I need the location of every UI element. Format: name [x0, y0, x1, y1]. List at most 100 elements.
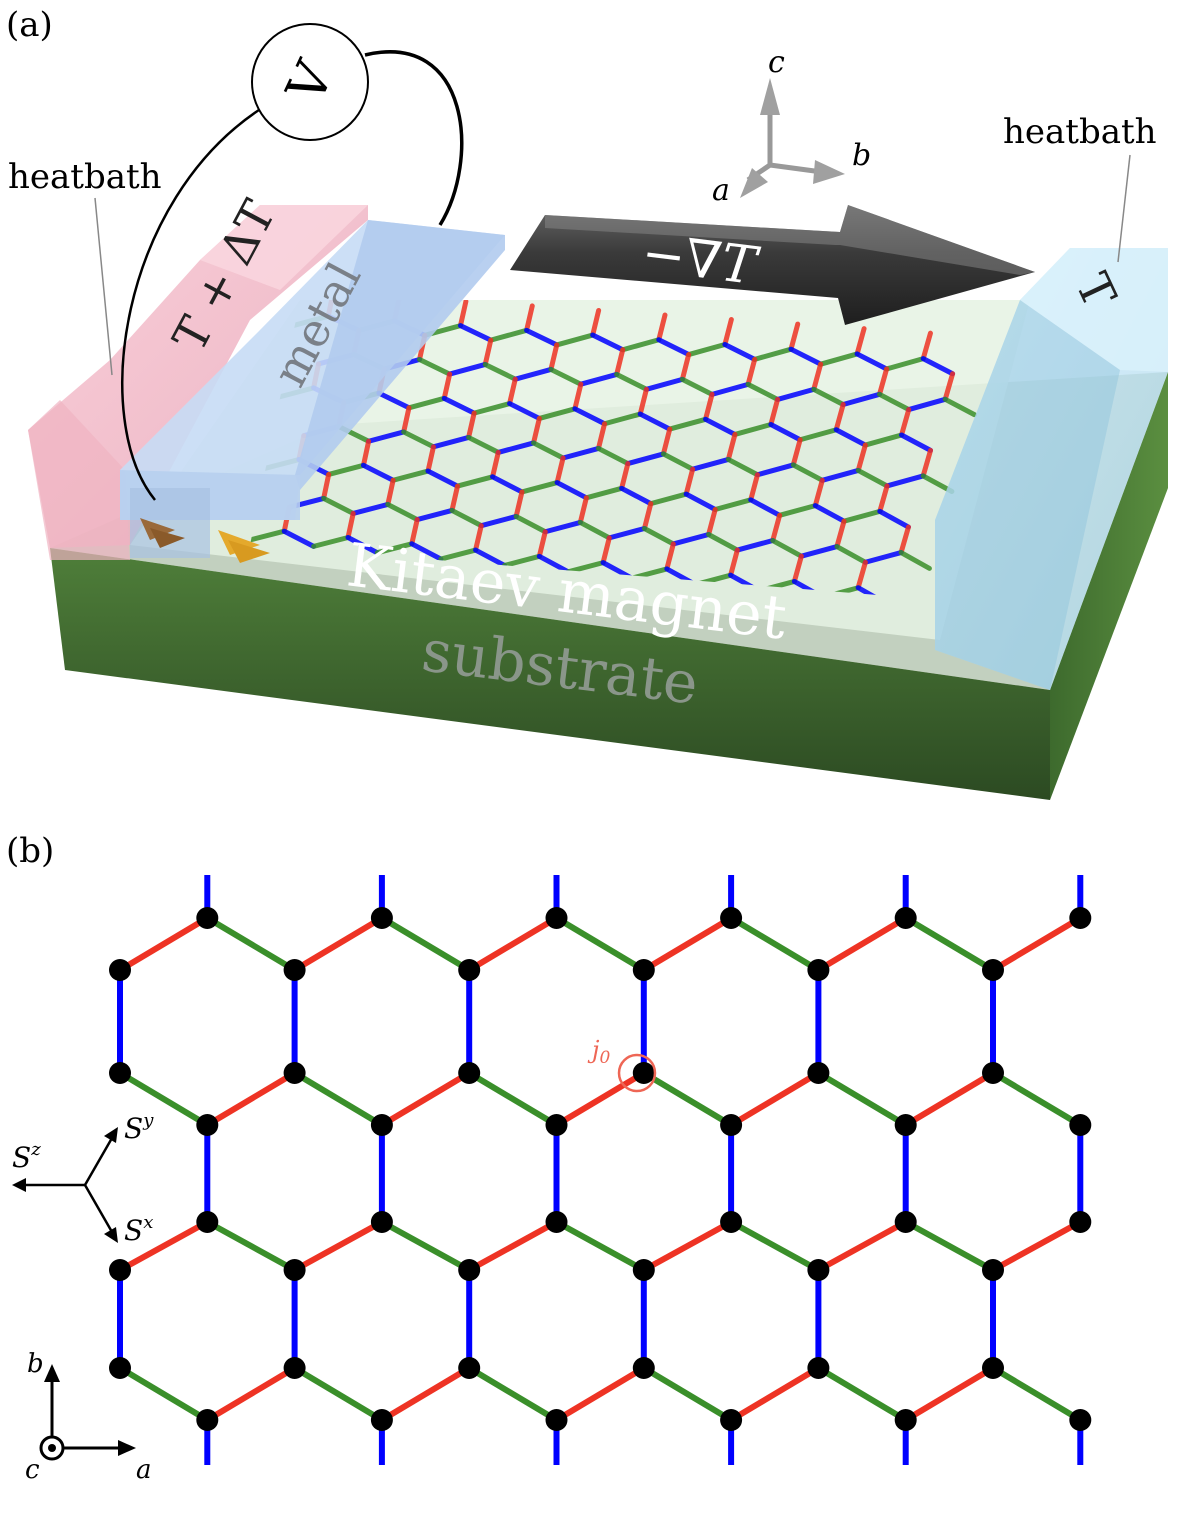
- bond-3d: [722, 317, 734, 347]
- bond: [816, 1219, 908, 1273]
- bond: [816, 915, 908, 973]
- bond-3d: [478, 513, 519, 529]
- voltmeter-wire-left: [121, 106, 263, 501]
- bond: [293, 1070, 384, 1128]
- bond: [380, 1219, 471, 1273]
- bond-3d: [706, 532, 740, 553]
- axis-a-label: a: [712, 173, 730, 208]
- bond-3d: [637, 411, 673, 432]
- lattice-site: [196, 1211, 219, 1233]
- bond-3d: [513, 513, 548, 535]
- bond-3d: [812, 477, 825, 509]
- bond: [205, 915, 297, 973]
- lattice-site: [283, 1357, 306, 1379]
- bond-3d: [648, 491, 689, 507]
- bond-3d: [360, 462, 396, 483]
- bond-3d: [390, 468, 431, 483]
- bond: [118, 915, 209, 973]
- bond-3d: [752, 346, 794, 362]
- bond: [380, 1070, 471, 1128]
- bond: [904, 1070, 995, 1128]
- lattice-site: [370, 1114, 393, 1136]
- site-j0-label: j0: [587, 1036, 610, 1068]
- bond-3d: [614, 347, 626, 377]
- lattice-site: [283, 1062, 306, 1084]
- lattice-site: [720, 1211, 743, 1233]
- bond-3d: [345, 510, 356, 541]
- bond-3d: [833, 427, 868, 448]
- bond-3d: [898, 524, 911, 556]
- bond-3d: [565, 560, 606, 575]
- lattice-site: [545, 1114, 568, 1136]
- bond: [467, 1219, 558, 1273]
- bond-3d: [670, 532, 712, 547]
- bond-3d: [512, 366, 554, 382]
- bond-3d: [706, 506, 718, 538]
- bond: [816, 1365, 908, 1423]
- bond: [554, 1070, 646, 1128]
- bond-3d: [366, 429, 407, 444]
- lattice-site: [1069, 1409, 1092, 1431]
- lattice-site: [720, 1409, 743, 1431]
- lattice-site: [632, 1259, 655, 1281]
- bond-3d: [513, 489, 525, 519]
- spin-axes: Sz Sy Sx: [12, 1110, 154, 1247]
- bond-3d: [600, 535, 612, 566]
- bond: [991, 1070, 1082, 1128]
- bond-3d: [554, 455, 566, 486]
- bond: [729, 1365, 820, 1423]
- lattice-site: [109, 1259, 131, 1281]
- site-j0-letter: j: [587, 1036, 600, 1064]
- bond-3d: [250, 528, 287, 543]
- bond-3d: [734, 538, 776, 553]
- bond-3d: [488, 327, 530, 343]
- bond: [205, 1219, 297, 1273]
- lattice-site: [458, 1062, 481, 1084]
- lattice-site: [196, 907, 219, 929]
- lattice-site: [458, 959, 481, 981]
- bond-3d: [899, 407, 912, 438]
- bond-3d: [326, 462, 366, 477]
- bond: [729, 1070, 820, 1128]
- panel-b-label: (b): [6, 831, 54, 871]
- metal-contact: [120, 220, 505, 558]
- bond-3d: [703, 416, 738, 437]
- lattice-site: [894, 1114, 917, 1136]
- lattice-site: [545, 1409, 568, 1431]
- bond-3d: [524, 327, 560, 348]
- bond-3d: [345, 535, 380, 556]
- bond: [293, 915, 384, 973]
- bond-3d: [641, 525, 676, 547]
- bond-3d: [745, 381, 781, 402]
- bond-3d: [401, 405, 412, 435]
- bond-3d: [590, 307, 602, 338]
- bond: [642, 1219, 733, 1273]
- bond-3d: [417, 356, 453, 377]
- bond-3d: [942, 371, 956, 402]
- bond-3d: [385, 477, 396, 507]
- bond: [293, 1365, 384, 1423]
- lattice-site: [807, 959, 830, 981]
- bond-3d: [536, 406, 578, 421]
- bond-3d: [709, 381, 751, 397]
- lattice-site: [894, 1409, 917, 1431]
- bond-3d: [664, 541, 676, 572]
- lattice-site: [1069, 1114, 1092, 1136]
- bond-3d: [614, 371, 649, 392]
- lattice-site: [283, 1259, 306, 1281]
- bond-3d: [840, 391, 883, 407]
- bond-3d: [572, 406, 608, 427]
- bond-3d: [811, 361, 824, 392]
- bond: [467, 915, 559, 973]
- bond: [380, 915, 471, 973]
- spin-z-superscript: z: [30, 1139, 41, 1160]
- bond-3d: [595, 421, 608, 451]
- bond: [642, 1365, 733, 1423]
- crystal-axes-3d: c b a: [712, 45, 871, 208]
- bond-3d: [595, 445, 631, 467]
- bond-3d: [748, 472, 760, 503]
- substrate-side: [1050, 372, 1168, 800]
- bond-3d: [620, 337, 662, 353]
- site-j0-marker: [617, 1053, 657, 1093]
- bond-3d: [898, 550, 932, 571]
